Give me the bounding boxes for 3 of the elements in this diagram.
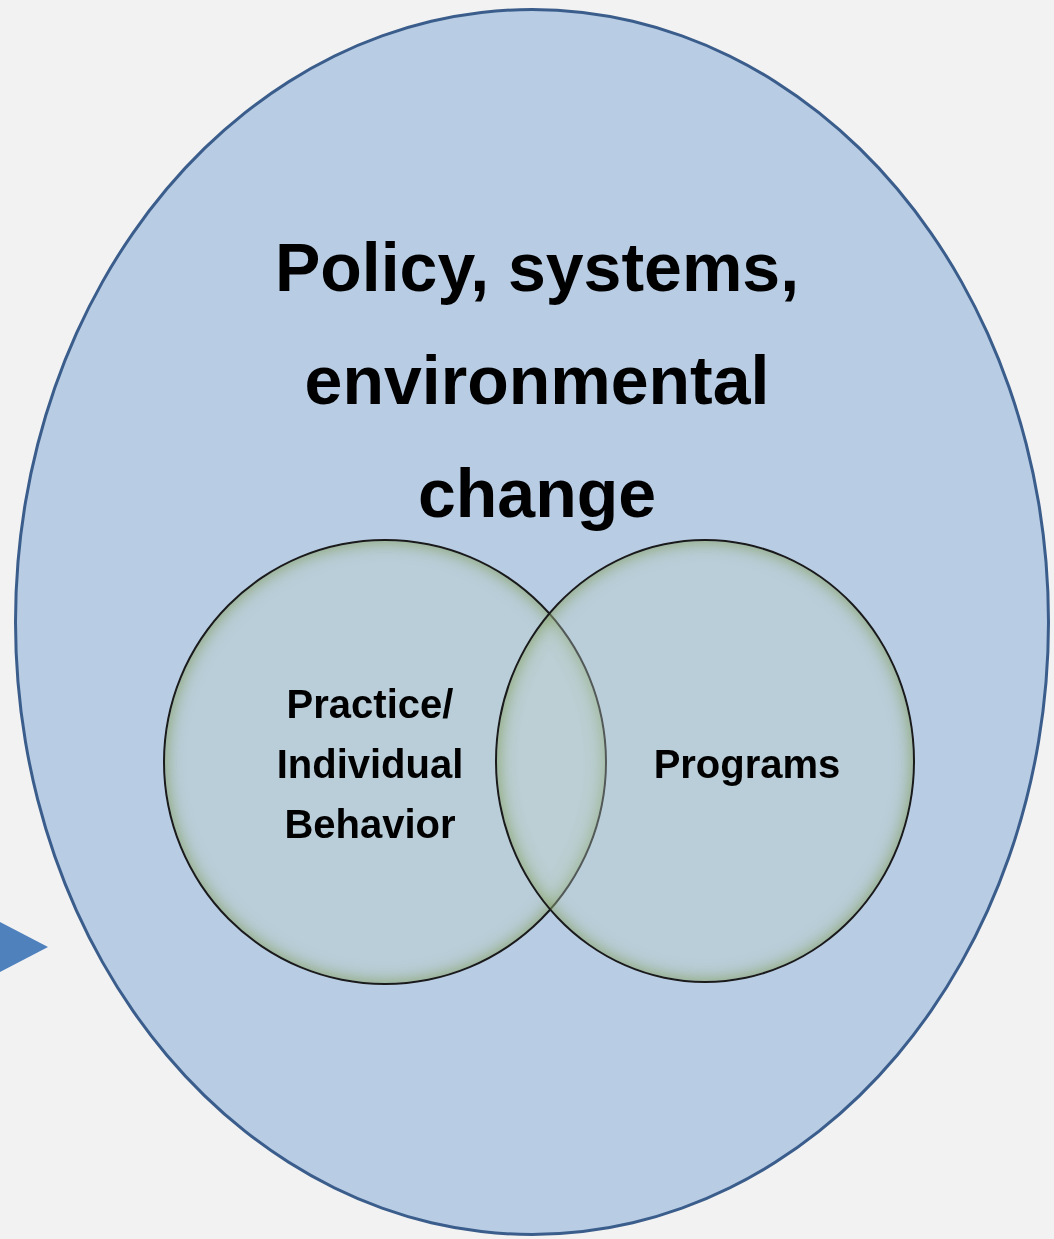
circle-label: Practice/ Individual Behavior (275, 681, 465, 848)
circle-label: Programs (652, 741, 842, 788)
title-text: Policy, systems, environmental change (273, 228, 801, 533)
